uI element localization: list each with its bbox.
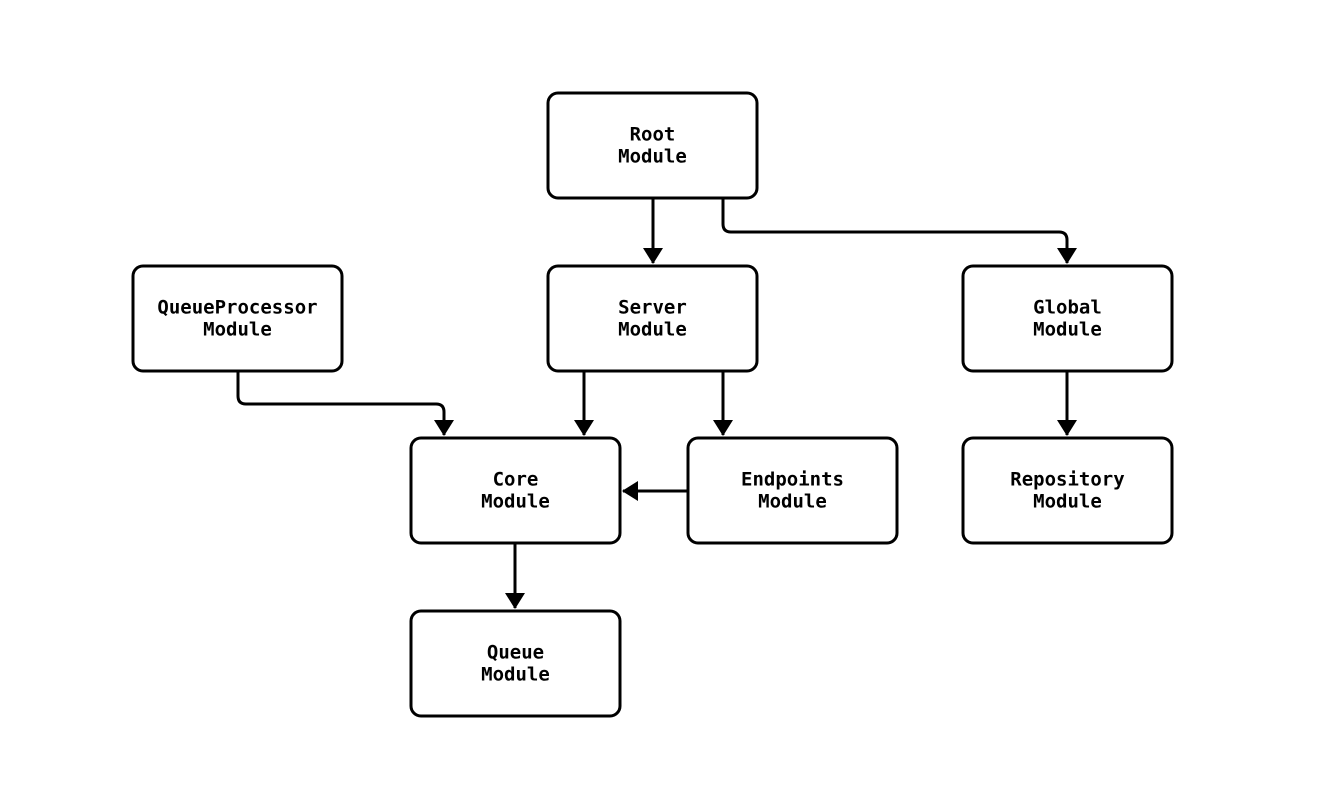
edge-root-to-global [721,198,1077,264]
node-queueprocessor-box [131,264,344,373]
node-root-box [546,91,759,200]
node-server-box [546,264,759,373]
node-global-box [961,264,1174,373]
node-queue-box [409,609,622,718]
node-endpoints-box [686,436,899,545]
node-repository-box [961,436,1174,545]
edges-layer [236,198,1077,609]
edge-queueprocessor-to-core [236,371,454,436]
node-core-box [409,436,622,545]
